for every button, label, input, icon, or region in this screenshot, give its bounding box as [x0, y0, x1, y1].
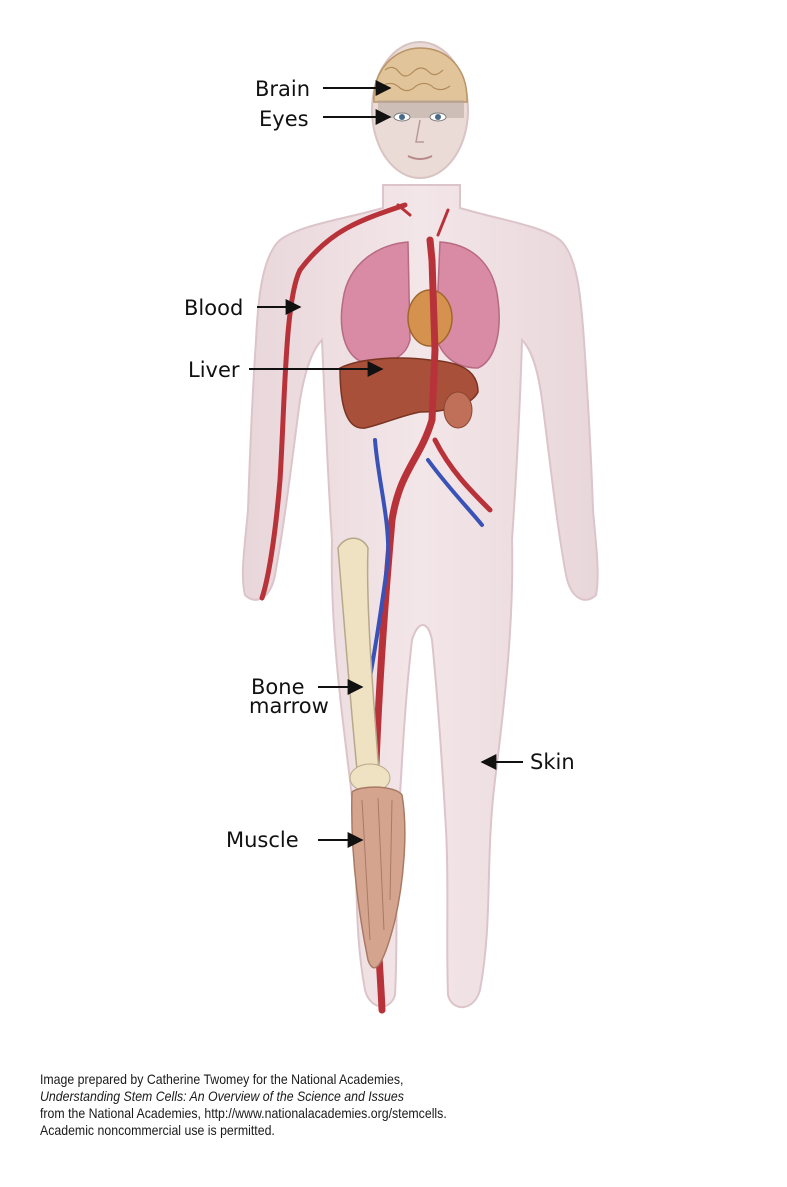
liver-label: Liver	[188, 358, 240, 382]
brain-illustration	[374, 48, 467, 102]
marrow-label: marrow	[249, 694, 329, 718]
caption-line-3: from the National Academies, http://www.…	[40, 1105, 674, 1122]
image-credit-caption: Image prepared by Catherine Twomey for t…	[40, 1071, 674, 1139]
blood-label: Blood	[184, 296, 243, 320]
muscle-label: Muscle	[226, 828, 299, 852]
caption-line-1: Image prepared by Catherine Twomey for t…	[40, 1071, 674, 1088]
body-silhouette	[243, 42, 598, 1007]
brain-label: Brain	[255, 77, 310, 101]
skin-label: Skin	[530, 750, 575, 774]
caption-line-4: Academic noncommercial use is permitted.	[40, 1122, 674, 1139]
eyes-label: Eyes	[259, 107, 309, 131]
caption-line-2: Understanding Stem Cells: An Overview of…	[40, 1088, 674, 1105]
